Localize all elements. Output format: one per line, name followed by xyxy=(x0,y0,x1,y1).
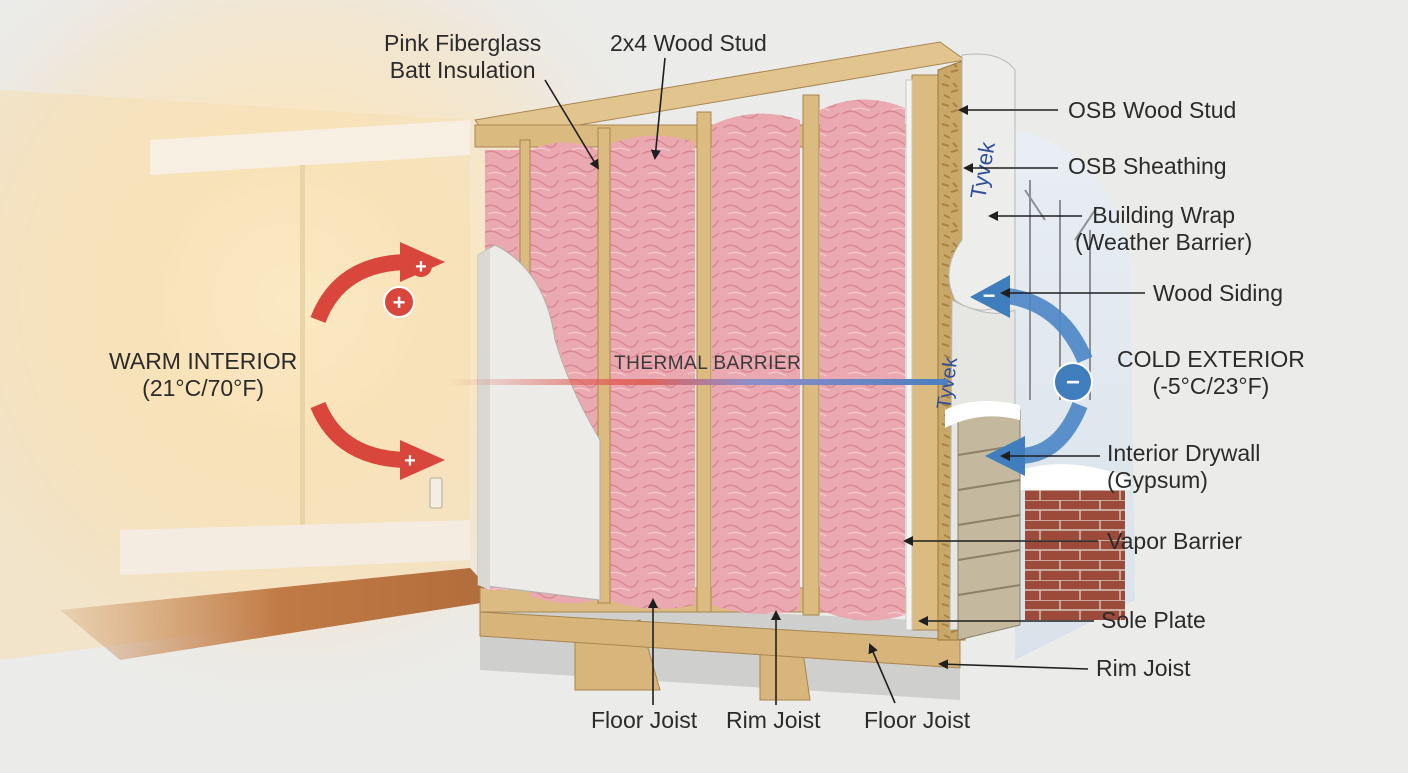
label-cold-exterior-line2: (-5°C/23°F) xyxy=(1152,373,1270,399)
label-floor-joist-right: Floor Joist xyxy=(864,707,971,733)
label-rim-joist-bottom: Rim Joist xyxy=(726,707,821,733)
plus-icon: + xyxy=(404,450,416,472)
label-rim-joist-right: Rim Joist xyxy=(1096,655,1191,681)
label-cold-exterior-line1: COLD EXTERIOR xyxy=(1117,346,1305,372)
label-vapor-barrier: Vapor Barrier xyxy=(1107,528,1243,554)
label-floor-joist-left: Floor Joist xyxy=(591,707,698,733)
label-osb-sheathing: OSB Sheathing xyxy=(1068,153,1227,179)
plus-icon: + xyxy=(415,256,427,278)
label-pink-fiberglass-line2: Batt Insulation xyxy=(389,57,536,83)
thermal-barrier-line xyxy=(448,379,948,385)
label-interior-drywall-line2: (Gypsum) xyxy=(1107,467,1208,493)
minus-icon: − xyxy=(983,283,996,308)
label-2x4-wood-stud: 2x4 Wood Stud xyxy=(610,30,767,56)
label-building-wrap-line1: Building Wrap xyxy=(1092,202,1235,228)
label-wood-siding: Wood Siding xyxy=(1153,280,1283,306)
minus-symbols: − − xyxy=(983,283,1093,402)
minus-icon: − xyxy=(1066,369,1080,396)
label-cold-exterior: COLD EXTERIOR (-5°C/23°F) xyxy=(1117,346,1305,400)
label-warm-interior-line1: WARM INTERIOR xyxy=(109,348,298,374)
drywall-panel xyxy=(477,244,601,601)
leader-lines xyxy=(544,57,1145,705)
label-warm-interior-line2: (21°C/70°F) xyxy=(142,375,265,401)
exterior-layers: Tyvek Tyvek xyxy=(933,53,1021,641)
label-osb-wood-stud: OSB Wood Stud xyxy=(1068,97,1237,123)
label-building-wrap-line2: (Weather Barrier) xyxy=(1075,229,1253,255)
label-thermal-barrier: THERMAL BARRIER xyxy=(614,353,802,374)
plus-symbols: + + + xyxy=(383,255,432,472)
label-building-wrap: Building Wrap (Weather Barrier) xyxy=(1075,202,1252,256)
label-pink-fiberglass-line1: Pink Fiberglass xyxy=(384,30,542,56)
label-interior-drywall: Interior Drywall (Gypsum) xyxy=(1107,440,1260,494)
label-pink-fiberglass: Pink Fiberglass Batt Insulation xyxy=(384,30,541,84)
label-warm-interior: WARM INTERIOR (21°C/70°F) xyxy=(109,348,297,402)
plus-icon: + xyxy=(393,290,406,315)
label-sole-plate: Sole Plate xyxy=(1101,607,1206,633)
label-interior-drywall-line1: Interior Drywall xyxy=(1107,440,1261,466)
